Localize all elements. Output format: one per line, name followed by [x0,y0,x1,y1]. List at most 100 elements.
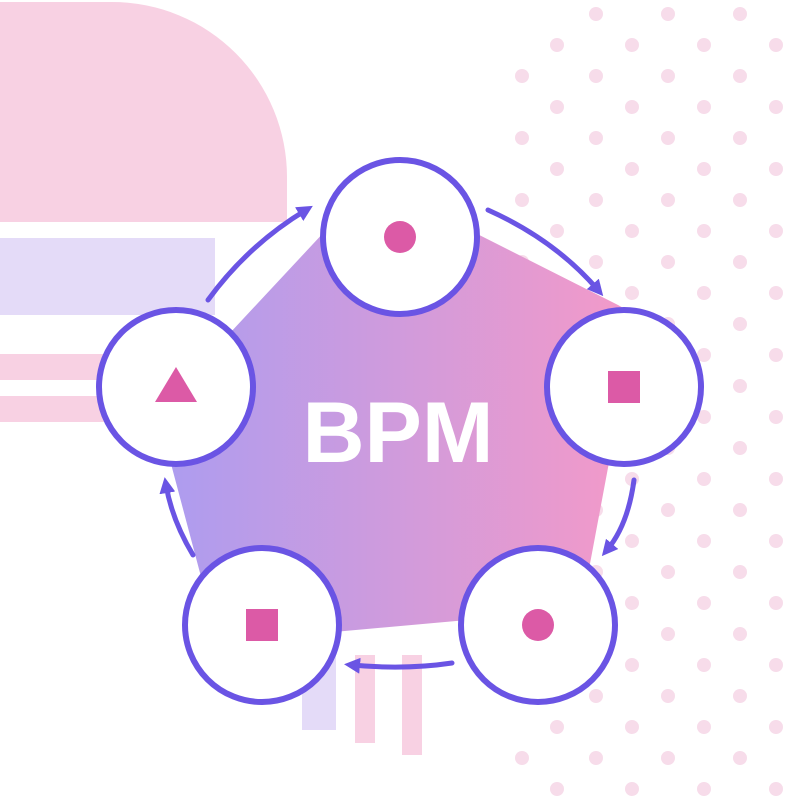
pattern-dot [697,720,711,734]
pattern-dot [697,472,711,486]
pattern-dot [769,224,783,238]
pattern-dot [733,379,747,393]
pattern-dot [769,534,783,548]
pattern-dot [697,782,711,796]
pattern-dot [625,100,639,114]
pattern-dot [769,410,783,424]
pattern-dot [625,782,639,796]
pattern-dot [697,38,711,52]
pattern-dot [625,534,639,548]
square-marker-icon [246,609,278,641]
pattern-dot [733,441,747,455]
pattern-dot [550,782,564,796]
arrow-top-to-right [485,207,604,297]
pattern-dot [589,193,603,207]
node-right[interactable] [544,307,704,467]
center-pentagon [160,195,635,641]
pattern-dot [589,751,603,765]
pattern-dot [661,193,675,207]
pattern-dot [733,131,747,145]
pattern-dot [625,596,639,610]
pattern-dot [697,410,711,424]
pattern-dot [589,131,603,145]
center-label: BPM [302,385,493,481]
pattern-dot [589,7,603,21]
pattern-dot [589,255,603,269]
triangle-marker-icon [155,367,197,402]
pattern-dot [697,658,711,672]
node-left[interactable] [96,307,256,467]
pattern-dot [697,596,711,610]
pattern-dot [769,720,783,734]
pattern-dot [550,100,564,114]
pink-arc-shape [0,2,287,222]
pattern-dot [733,565,747,579]
pattern-dot [625,162,639,176]
pattern-dot [661,689,675,703]
pattern-dot [515,193,529,207]
pattern-dot [589,69,603,83]
pattern-dot [625,658,639,672]
lavender-band [0,238,215,315]
pattern-dot [697,224,711,238]
pattern-dot [661,503,675,517]
pattern-dot [769,100,783,114]
pattern-dot [733,689,747,703]
pattern-dot [661,7,675,21]
pattern-dot [769,596,783,610]
pattern-dot [625,224,639,238]
pattern-dot [625,38,639,52]
pattern-dot [769,782,783,796]
pattern-dot [661,255,675,269]
pattern-dot [550,162,564,176]
arrow-bottom-right-to-bottom-left [344,657,455,674]
pattern-dot [733,69,747,83]
pattern-dot [661,627,675,641]
cycle-arrows [159,205,637,674]
pattern-dot [697,348,711,362]
circle-marker-icon [384,221,416,253]
pattern-dot [769,472,783,486]
pattern-dot [661,69,675,83]
pattern-dot [733,751,747,765]
pattern-dot [515,69,529,83]
pink-vertical-bar-1 [355,655,375,743]
pattern-dot [697,286,711,300]
pattern-dot [733,317,747,331]
pattern-dot [697,100,711,114]
pattern-dot [697,162,711,176]
pattern-dot [515,751,529,765]
pattern-dot [625,720,639,734]
pattern-dot [769,286,783,300]
pattern-dot [733,503,747,517]
pink-vertical-bar-2 [402,655,422,755]
pattern-dot [550,720,564,734]
pattern-dot [589,689,603,703]
pattern-dot [733,193,747,207]
pattern-dot [661,751,675,765]
square-marker-icon [608,371,640,403]
pattern-dot [769,38,783,52]
node-bottom-right[interactable] [458,545,618,705]
pattern-dot [769,348,783,362]
arrow-bottom-left-to-left [159,477,196,558]
arrow-right-to-bottom-right [601,477,637,557]
pattern-dot [733,7,747,21]
pattern-dot [550,224,564,238]
pattern-dot [661,131,675,145]
node-bottom-left[interactable] [182,545,342,705]
pattern-dot [733,627,747,641]
node-top[interactable] [320,157,480,317]
circle-marker-icon [522,609,554,641]
pattern-dot [550,38,564,52]
arrow-left-to-top [205,205,313,303]
pattern-dot [661,565,675,579]
pattern-dot [697,534,711,548]
pattern-dot [515,131,529,145]
pattern-dot [625,286,639,300]
pattern-dot [769,658,783,672]
pattern-dot [769,162,783,176]
pattern-dot [733,255,747,269]
